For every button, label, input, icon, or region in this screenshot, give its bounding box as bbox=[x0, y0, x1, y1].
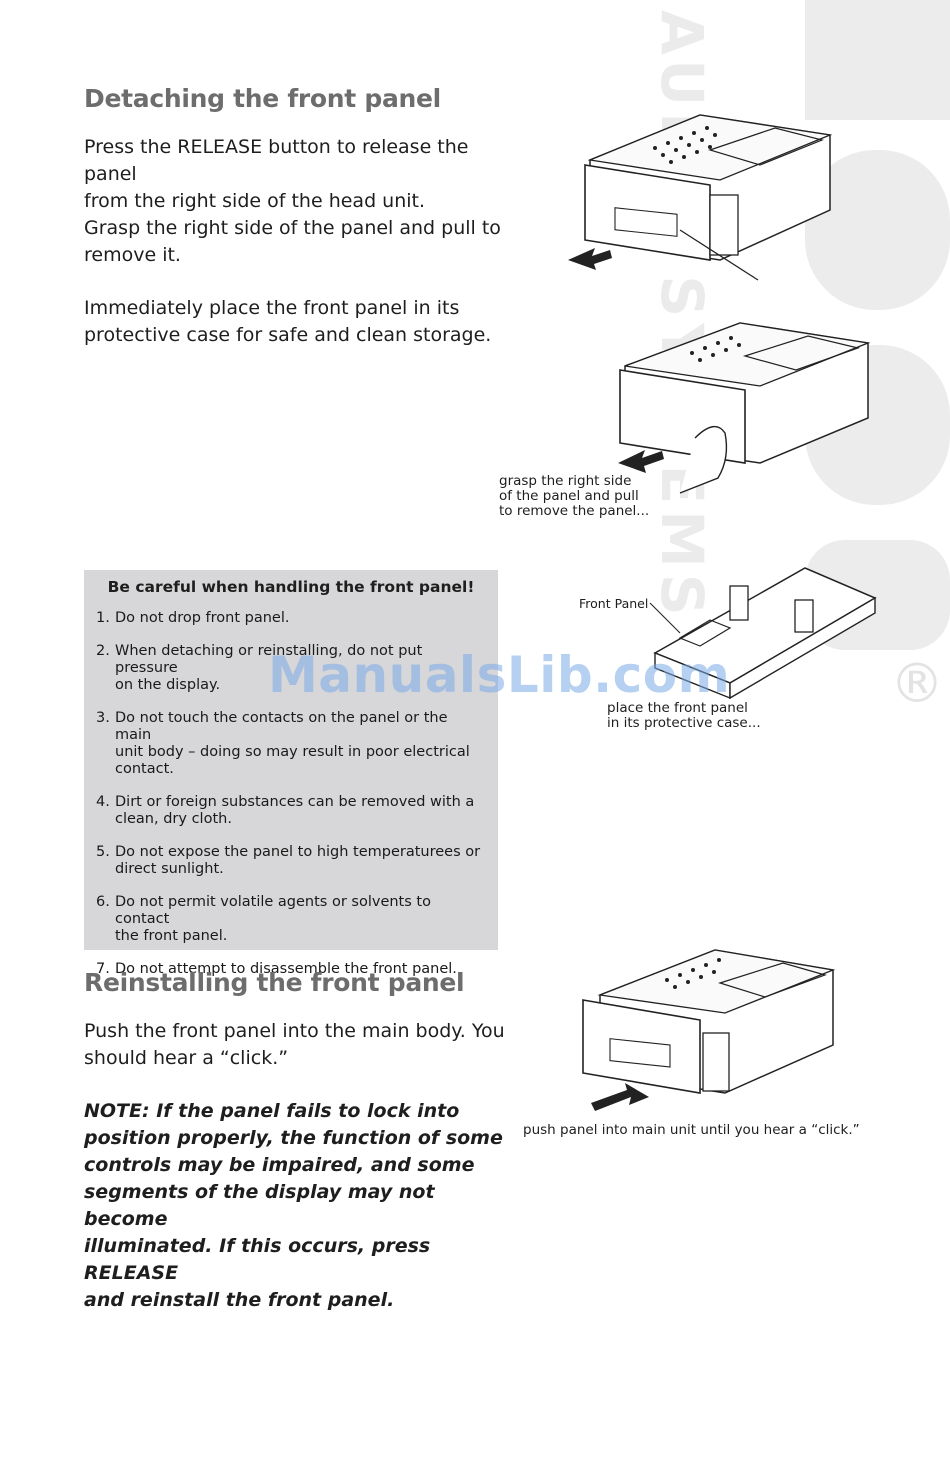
list-item: 7.Do not attempt to disassemble the fron… bbox=[96, 961, 457, 977]
protective-case-illustration bbox=[649, 567, 877, 700]
caution-list: 1.Do not drop front panel. 2.When detach… bbox=[96, 610, 484, 978]
brand-vertical-text: AUDIO SYSTEMS bbox=[648, 10, 716, 622]
caption-grasp: grasp the right side of the panel and pu… bbox=[499, 473, 650, 519]
list-item: 3.Do not touch the contacts on the panel… bbox=[96, 710, 470, 777]
figure-push-panel bbox=[575, 945, 840, 1120]
paragraph-push: Push the front panel into the main body.… bbox=[84, 1020, 505, 1069]
paragraph-case: Immediately place the front panel in its… bbox=[84, 297, 492, 346]
label-front-panel: Front Panel bbox=[579, 596, 649, 611]
note-paragraph: NOTE: If the panel fails to lock into po… bbox=[84, 1100, 503, 1311]
caution-title: Be careful when handling the front panel… bbox=[107, 578, 475, 596]
list-item: 5.Do not expose the panel to high temper… bbox=[96, 844, 481, 877]
list-item: 6.Do not permit volatile agents or solve… bbox=[96, 894, 431, 944]
watermark-text: ManualsLib.com bbox=[268, 646, 731, 704]
list-item: 4.Dirt or foreign substances can be remo… bbox=[96, 794, 475, 827]
registered-mark: ® bbox=[890, 652, 944, 715]
head-unit-illustration bbox=[568, 114, 833, 281]
figure-head-unit-release bbox=[560, 110, 840, 290]
caption-push: push panel into main unit until you hear… bbox=[523, 1122, 860, 1138]
push-panel-illustration bbox=[582, 949, 836, 1111]
figure-protective-case bbox=[645, 558, 880, 703]
section-heading-reinstalling: Reinstalling the front panel bbox=[84, 968, 465, 997]
caution-box: Be careful when handling the front panel… bbox=[84, 570, 498, 977]
paragraph-grasp: Grasp the right side of the panel and pu… bbox=[84, 217, 501, 266]
paragraph-release: Press the RELEASE button to release the … bbox=[84, 136, 469, 212]
list-item: 1.Do not drop front panel. bbox=[96, 610, 290, 626]
figure-hand-pull bbox=[600, 318, 875, 508]
caption-place-case: place the front panel in its protective … bbox=[607, 700, 761, 731]
hand-pull-illustration bbox=[618, 322, 871, 494]
section-heading-detaching: Detaching the front panel bbox=[84, 84, 441, 113]
list-item: 2.When detaching or reinstalling, do not… bbox=[96, 643, 423, 693]
